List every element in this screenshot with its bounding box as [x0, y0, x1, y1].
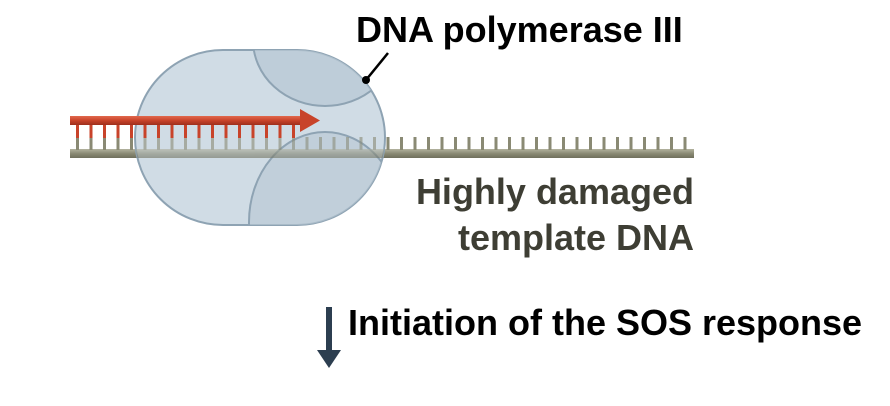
base-tick	[143, 137, 147, 150]
base-tick	[170, 124, 174, 138]
base-tick	[278, 124, 282, 138]
base-tick	[251, 124, 255, 138]
base-tick	[251, 137, 255, 150]
base-tick	[130, 137, 133, 150]
base-tick	[224, 137, 228, 150]
sos-response-label: Initiation of the SOS response	[348, 302, 863, 343]
base-tick	[157, 137, 160, 150]
base-tick	[197, 137, 201, 150]
base-tick	[89, 124, 93, 138]
base-tick	[211, 124, 214, 138]
base-tick	[494, 137, 498, 150]
base-tick	[454, 137, 457, 150]
base-tick	[386, 137, 390, 150]
base-tick	[184, 137, 187, 150]
base-tick	[211, 137, 214, 150]
base-tick	[683, 137, 687, 150]
base-tick	[602, 137, 606, 150]
base-tick	[670, 137, 673, 150]
base-tick	[332, 137, 336, 150]
base-tick	[238, 124, 241, 138]
new-strand-base-ticks	[76, 124, 295, 138]
base-tick	[643, 137, 646, 150]
base-tick	[265, 124, 268, 138]
base-tick	[413, 137, 417, 150]
base-tick	[359, 137, 363, 150]
base-tick	[116, 137, 120, 150]
base-tick	[373, 137, 376, 150]
base-tick	[305, 137, 309, 150]
base-tick	[508, 137, 511, 150]
base-tick	[76, 137, 79, 150]
base-tick	[562, 137, 565, 150]
base-tick	[292, 124, 295, 138]
base-tick	[629, 137, 633, 150]
base-tick	[130, 124, 133, 138]
base-tick	[103, 137, 106, 150]
base-tick	[184, 124, 187, 138]
new-strand-arrowhead	[300, 109, 320, 132]
base-tick	[535, 137, 538, 150]
base-tick	[467, 137, 471, 150]
base-tick	[616, 137, 619, 150]
new-dna-strand	[70, 109, 320, 138]
polymerase-leader-dot	[362, 76, 370, 84]
base-tick	[238, 137, 241, 150]
base-tick	[481, 137, 484, 150]
base-tick	[157, 124, 160, 138]
base-tick	[575, 137, 579, 150]
base-tick	[278, 137, 282, 150]
base-tick	[521, 137, 525, 150]
base-tick	[197, 124, 201, 138]
down-arrow-icon	[317, 307, 341, 368]
base-tick	[440, 137, 444, 150]
base-tick	[400, 137, 403, 150]
template-strand-inside-enzyme	[135, 137, 385, 158]
polymerase-label: DNA polymerase III	[356, 9, 683, 50]
base-tick	[589, 137, 592, 150]
enzyme-lower-lobe	[248, 131, 385, 225]
base-tick	[656, 137, 660, 150]
base-tick	[224, 124, 228, 138]
base-tick	[103, 124, 106, 138]
base-tick	[170, 137, 174, 150]
new-strand-backbone	[70, 116, 302, 125]
base-tick	[143, 124, 147, 138]
base-tick	[76, 124, 79, 138]
base-tick	[89, 137, 93, 150]
polymerase-leader-line	[365, 52, 389, 81]
damaged-template-label-line1: Highly damaged	[415, 171, 694, 212]
base-tick	[427, 137, 430, 150]
base-tick	[548, 137, 552, 150]
base-tick	[265, 137, 268, 150]
base-tick	[319, 137, 322, 150]
damaged-template-label-line2: template DNA	[457, 217, 694, 258]
base-tick	[116, 124, 120, 138]
base-tick	[292, 137, 295, 150]
base-tick	[346, 137, 349, 150]
